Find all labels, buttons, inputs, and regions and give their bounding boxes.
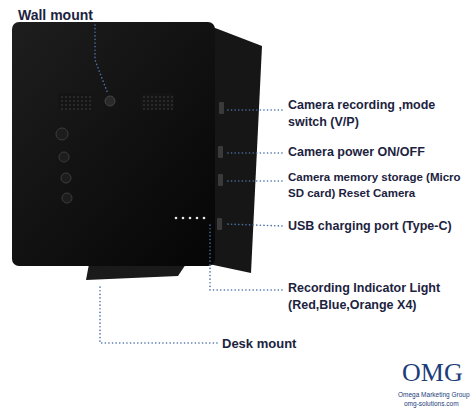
- indicator-lights: [175, 217, 206, 220]
- grille-hole: [159, 96, 161, 98]
- wall-mount-hole: [105, 96, 115, 106]
- grille-hole: [65, 108, 67, 110]
- speaker-grille: [58, 93, 174, 109]
- grille-hole: [89, 104, 91, 106]
- grille-hole: [151, 108, 153, 110]
- grille-hole: [89, 100, 91, 102]
- grille-hole: [155, 108, 157, 110]
- grille-hole: [81, 104, 83, 106]
- grille-hole: [69, 96, 71, 98]
- grille-hole: [73, 108, 75, 110]
- grille-hole: [81, 100, 83, 102]
- grille-hole: [151, 100, 153, 102]
- grille-hole: [89, 108, 91, 110]
- grille-hole: [151, 104, 153, 106]
- part-label: Camera memory storage (Micro SD card) Re…: [288, 170, 471, 201]
- grille-hole: [155, 104, 157, 106]
- grille-hole: [163, 108, 165, 110]
- grille-hole: [147, 104, 149, 106]
- grille-hole: [151, 96, 153, 98]
- grille-hole: [147, 100, 149, 102]
- leader-lines: [95, 25, 282, 343]
- grille-hole: [147, 96, 149, 98]
- part-label: Desk mount: [222, 335, 342, 353]
- grille-hole: [143, 108, 145, 110]
- part-label: Camera recording ,mode switch (V/P): [288, 97, 453, 131]
- grille-hole: [85, 100, 87, 102]
- grille-hole: [77, 100, 79, 102]
- grille-hole: [147, 108, 149, 110]
- grille-hole: [171, 96, 173, 98]
- grille-hole: [61, 100, 63, 102]
- grille-hole: [163, 100, 165, 102]
- buttons: [56, 128, 72, 203]
- grille-hole: [61, 104, 63, 106]
- grille-hole: [81, 108, 83, 110]
- grille-hole: [167, 100, 169, 102]
- grille-hole: [167, 104, 169, 106]
- grille-hole: [167, 96, 169, 98]
- grille-hole: [171, 108, 173, 110]
- part-label: USB charging port (Type-C): [288, 218, 468, 235]
- grille-hole: [77, 104, 79, 106]
- logo-url: omg-solutions.com: [404, 400, 472, 409]
- grille-hole: [89, 96, 91, 98]
- logo-tagline: Omega Marketing Group: [398, 391, 472, 400]
- grille-hole: [143, 96, 145, 98]
- grille-hole: [155, 100, 157, 102]
- grille-hole: [171, 104, 173, 106]
- grille-hole: [155, 96, 157, 98]
- grille-hole: [69, 108, 71, 110]
- grille-hole: [61, 96, 63, 98]
- grille-hole: [163, 96, 165, 98]
- grille-hole: [81, 96, 83, 98]
- part-label: Camera power ON/OFF: [288, 144, 468, 161]
- grille-hole: [77, 96, 79, 98]
- grille-hole: [159, 108, 161, 110]
- grille-hole: [65, 96, 67, 98]
- grille-hole: [73, 100, 75, 102]
- grille-hole: [69, 100, 71, 102]
- grille-hole: [65, 100, 67, 102]
- part-label: Recording Indicator Light (Red,Blue,Oran…: [288, 280, 458, 314]
- grille-hole: [85, 104, 87, 106]
- grille-hole: [85, 108, 87, 110]
- grille-hole: [85, 96, 87, 98]
- grille-hole: [159, 100, 161, 102]
- grille-hole: [171, 100, 173, 102]
- part-label: Wall mount: [18, 6, 138, 25]
- logo-mark: OMG: [402, 360, 472, 386]
- grille-hole: [167, 108, 169, 110]
- grille-hole: [73, 96, 75, 98]
- grille-hole: [163, 104, 165, 106]
- grille-hole: [143, 104, 145, 106]
- grille-holes: [61, 96, 173, 110]
- grille-hole: [143, 100, 145, 102]
- back-panel: [12, 22, 215, 266]
- grille-hole: [73, 104, 75, 106]
- grille-hole: [61, 108, 63, 110]
- grille-hole: [77, 108, 79, 110]
- side-ports: [217, 102, 224, 230]
- grille-hole: [69, 104, 71, 106]
- grille-hole: [159, 104, 161, 106]
- grille-hole: [65, 104, 67, 106]
